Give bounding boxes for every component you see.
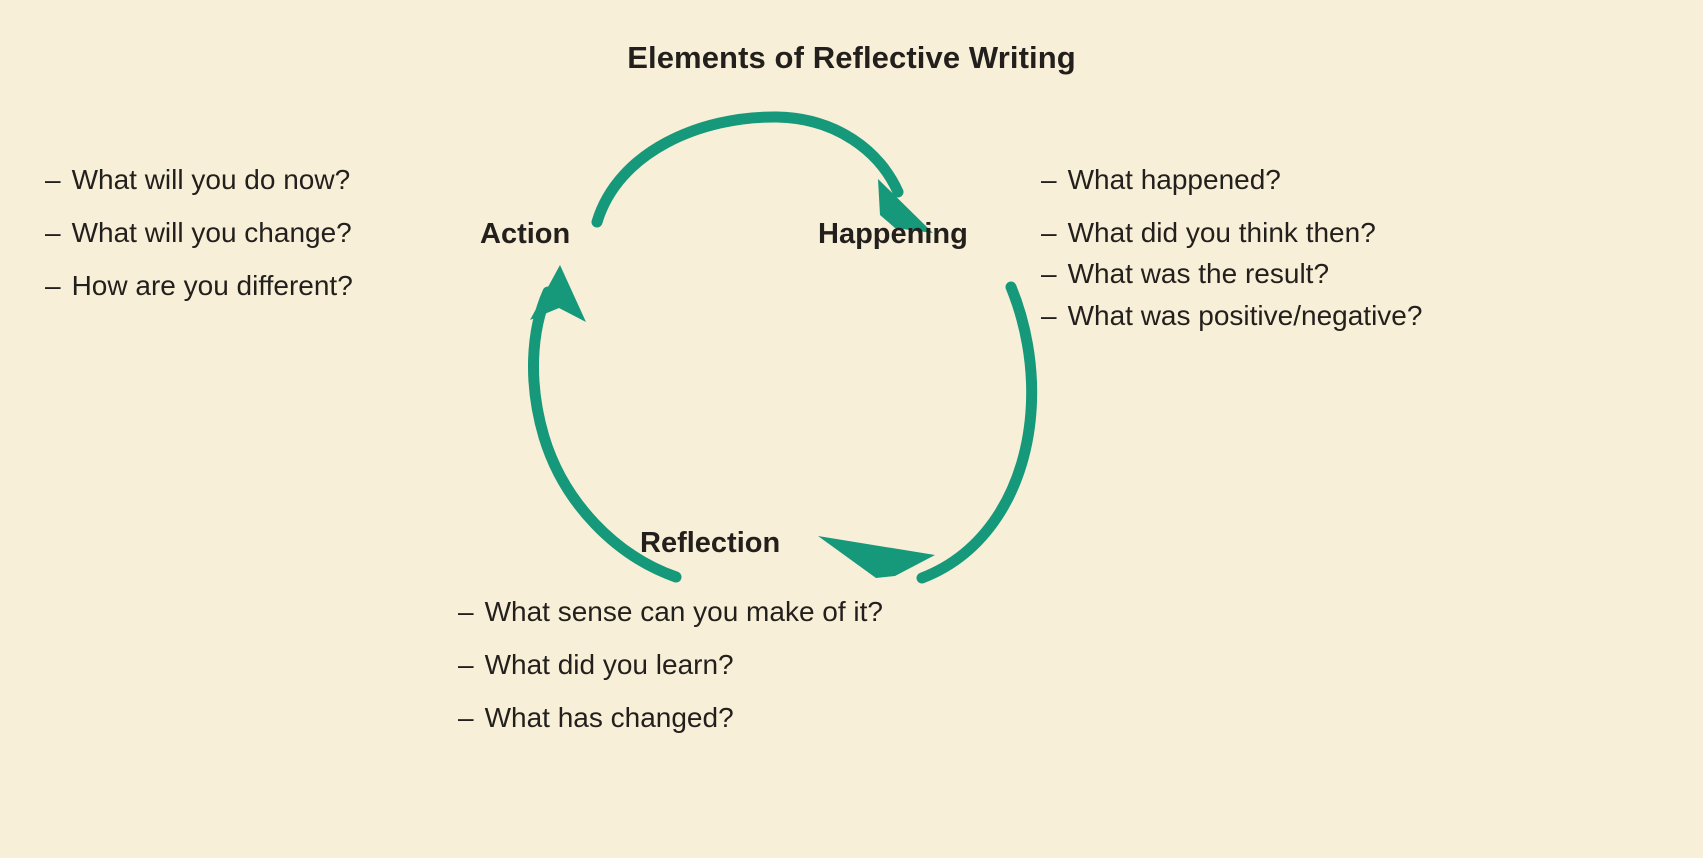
question-item: – What happened? (1041, 166, 1422, 194)
question-block-reflection: – What sense can you make of it? – What … (458, 598, 883, 757)
question-text: What happened? (1067, 164, 1281, 195)
node-label-reflection: Reflection (640, 527, 781, 559)
question-text: What will you do now? (71, 164, 351, 195)
page-title: Elements of Reflective Writing (627, 40, 1076, 75)
question-item: – What has changed? (458, 704, 883, 732)
dash-marker: – (45, 164, 61, 195)
dash-marker: – (45, 270, 61, 301)
question-text: What was positive/negative? (1067, 300, 1423, 331)
dash-marker: – (1041, 164, 1057, 195)
node-label-action: Action (480, 218, 571, 250)
node-label-happening: Happening (818, 218, 968, 250)
question-item: – What will you do now? (45, 166, 353, 194)
question-item: – What will you change? (45, 219, 353, 247)
dash-marker: – (458, 596, 474, 627)
question-block-happening: – What happened? – What did you think th… (1041, 166, 1422, 355)
question-item: – What sense can you make of it? (458, 598, 883, 626)
dash-marker: – (45, 217, 61, 248)
question-item: – What did you think then? (1041, 219, 1422, 247)
dash-marker: – (458, 649, 474, 680)
dash-marker: – (1041, 300, 1057, 331)
question-text: What has changed? (484, 702, 734, 733)
question-item: – What did you learn? (458, 651, 883, 679)
arrow-action-to-happening (591, 111, 933, 233)
question-text: How are you different? (71, 270, 353, 301)
question-text: What sense can you make of it? (484, 596, 884, 627)
question-item: – What was positive/negative? (1041, 302, 1422, 330)
question-text: What did you learn? (484, 649, 734, 680)
dash-marker: – (458, 702, 474, 733)
question-text: What did you think then? (1067, 217, 1376, 248)
question-item: – What was the result? (1041, 260, 1422, 288)
dash-marker: – (1041, 217, 1057, 248)
dash-marker: – (1041, 258, 1057, 289)
question-block-action: – What will you do now? – What will you … (45, 166, 353, 325)
question-text: What will you change? (71, 217, 352, 248)
question-text: What was the result? (1067, 258, 1330, 289)
question-item: – How are you different? (45, 272, 353, 300)
arrow-happening-to-reflection (818, 281, 1038, 584)
